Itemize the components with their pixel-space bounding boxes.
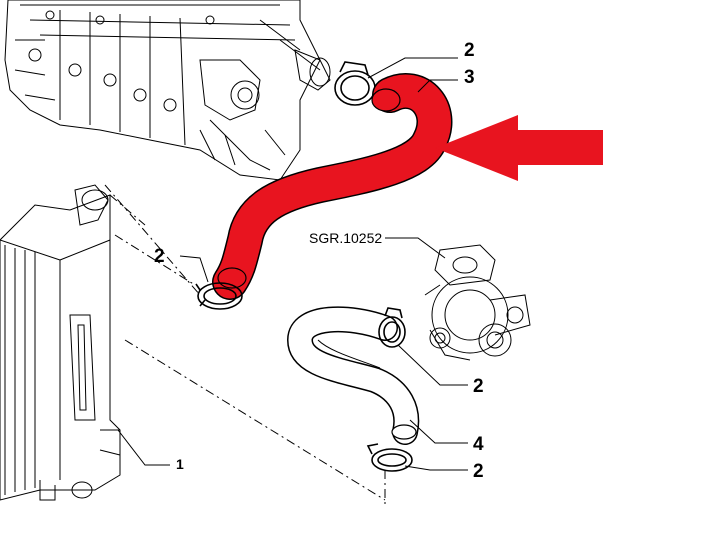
hose-clamp-top <box>334 61 376 106</box>
callout-clamp-turbo: 2 <box>473 376 484 397</box>
leader-lines <box>117 57 468 471</box>
callout-hose-lower: 4 <box>473 434 484 455</box>
callout-intercooler: 1 <box>176 456 184 472</box>
hose-clamp-bottom <box>366 443 413 472</box>
highlight-arrow <box>435 115 603 181</box>
intercooler-hose-lower <box>286 306 420 445</box>
hose-clamp-mid-left <box>195 282 243 310</box>
turbocharger <box>424 244 531 361</box>
callout-clamp-bottom: 2 <box>473 461 484 482</box>
callout-hose-top: 3 <box>464 67 475 88</box>
callout-clamp-top: 2 <box>464 40 475 61</box>
assembly-lines <box>104 184 386 505</box>
callout-clamp-mid-left: 2 <box>154 246 165 267</box>
hose-clamp-turbo <box>378 307 406 348</box>
intercooler-hose-highlighted <box>212 73 453 300</box>
intercooler <box>0 184 121 501</box>
callout-turbo-ref: SGR.10252 <box>309 230 382 246</box>
engine-block <box>4 0 331 181</box>
